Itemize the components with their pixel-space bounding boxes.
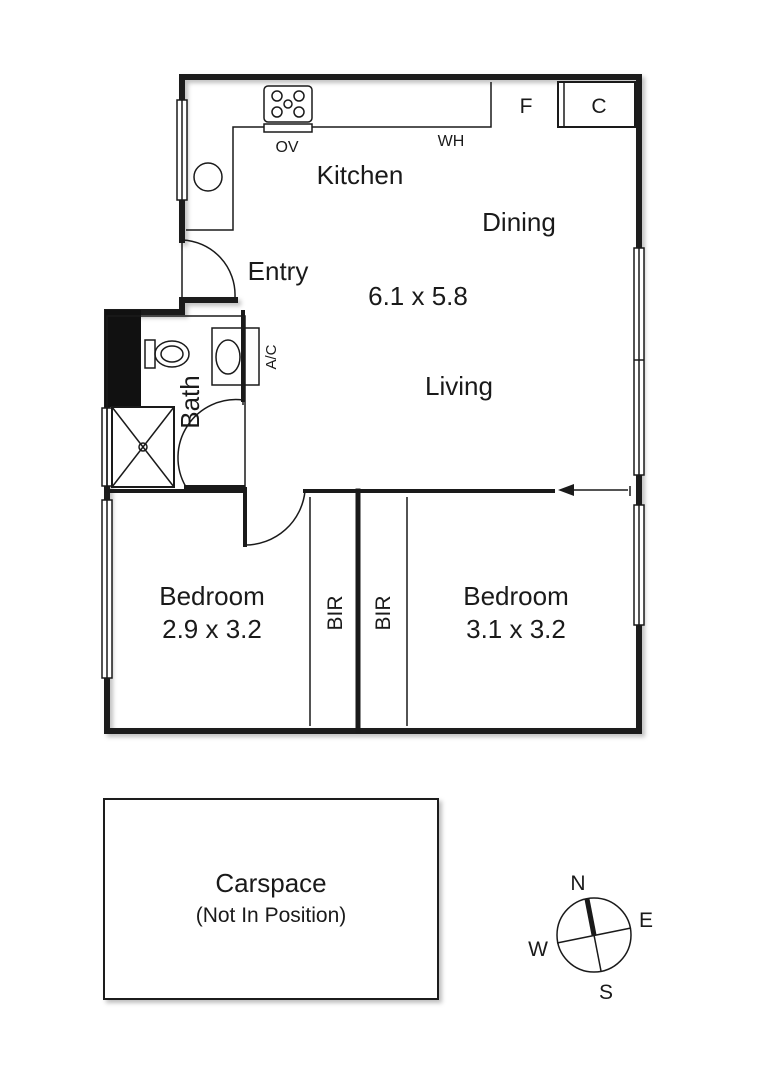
- toilet-icon: [144, 339, 190, 369]
- room-label-bedroom-2: Bedroom: [463, 581, 569, 611]
- room-label-bir-1: BIR: [324, 595, 347, 630]
- fixture-label-air-conditioner: A/C: [263, 344, 280, 369]
- room-label-bath: Bath: [175, 375, 205, 429]
- compass-label-south: S: [599, 981, 613, 1004]
- room-dims-bedroom-1: 2.9 x 3.2: [162, 614, 262, 644]
- sink-icon: [193, 162, 223, 192]
- compass-icon: [556, 897, 632, 973]
- basin-icon: [211, 327, 260, 386]
- room-label-dining: Dining: [482, 207, 556, 237]
- kitchen-bench: [186, 81, 636, 231]
- carspace-title: Carspace: [215, 868, 326, 898]
- carspace-box: [103, 798, 439, 1000]
- carspace-note: (Not In Position): [196, 904, 347, 927]
- compass-label-east: E: [639, 909, 653, 932]
- room-label-entry: Entry: [248, 256, 309, 286]
- fixture-label-fridge: F: [520, 95, 533, 118]
- room-label-living: Living: [425, 371, 493, 401]
- arrow-icon: [558, 484, 628, 496]
- room-label-bedroom-1: Bedroom: [159, 581, 265, 611]
- cooktop-icon: [263, 85, 313, 133]
- wall-block: [105, 310, 141, 407]
- room-label-bir-2: BIR: [372, 595, 395, 630]
- fixture-label-water-heater: WH: [438, 133, 465, 150]
- compass-label-north: N: [570, 872, 585, 895]
- fixture-label-oven: OV: [275, 139, 298, 156]
- bath-door: [177, 398, 244, 488]
- bedroom-walls: [105, 486, 631, 734]
- room-dims-living: 6.1 x 5.8: [368, 281, 468, 311]
- shower-icon: [111, 406, 175, 488]
- compass-label-west: W: [528, 938, 548, 961]
- fixture-label-cupboard: C: [591, 95, 606, 118]
- entry-door: [181, 239, 236, 300]
- built-in-robes: [309, 497, 408, 726]
- room-label-kitchen: Kitchen: [317, 160, 404, 190]
- bedroom-door: [244, 490, 306, 546]
- room-dims-bedroom-2: 3.1 x 3.2: [466, 614, 566, 644]
- windows: [101, 99, 645, 679]
